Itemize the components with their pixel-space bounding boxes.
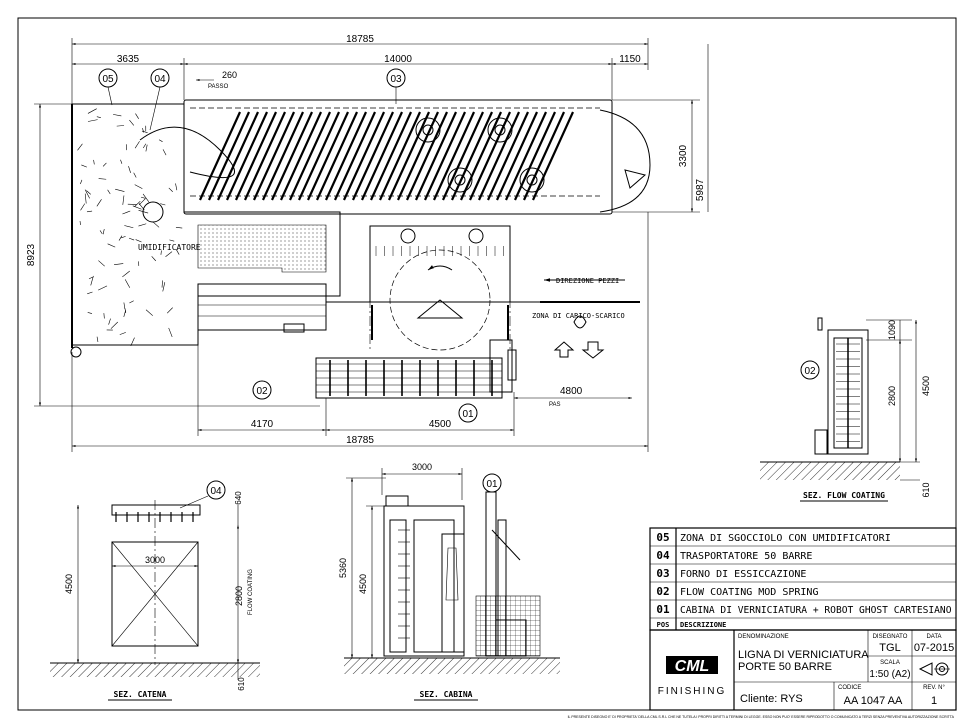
- section-catena-title: SEZ. CATENA: [114, 690, 167, 699]
- scala-label: SCALA: [880, 660, 900, 666]
- legend-pos-5: 01: [656, 603, 670, 616]
- legend-desc-3: FORNO DI ESSICCAZIONE: [680, 569, 806, 580]
- balloon-04-label: 04: [154, 74, 166, 85]
- dim-catena-2800: 2800: [234, 586, 244, 606]
- dim-flow-610: 610: [921, 482, 931, 497]
- flow-coating-machine: [198, 284, 326, 330]
- disegnato-value: TGL: [879, 642, 900, 654]
- dim-4500: 4500: [429, 419, 452, 430]
- title-block: CML FINISHING DENOMINAZIONE LIGNA DI VER…: [650, 630, 956, 710]
- codice-value: AA 1047 AA: [844, 695, 903, 707]
- dim-flow-2800: 2800: [887, 386, 897, 406]
- dim-pas: PAS: [549, 402, 561, 408]
- humidifier-circle: [143, 202, 163, 222]
- legend-header-desc: DESCRIZIONE: [680, 621, 726, 629]
- dim-4170: 4170: [251, 419, 274, 430]
- section-catena: 3000 4500 640 2800 FLOW COATING 610 04 S…: [50, 481, 260, 700]
- dim-catena-610: 610: [237, 677, 246, 691]
- dim-top-total: 18785: [346, 34, 374, 45]
- catena-balloon-04-label: 04: [210, 486, 222, 497]
- legend-desc-2: TRASPORTATORE 50 BARRE: [680, 551, 812, 562]
- dim-5987: 5987: [695, 178, 706, 201]
- dim-flow-1090: 1090: [887, 320, 897, 340]
- data-label: DATA: [926, 634, 941, 640]
- plan-balloon-01-label: 01: [462, 409, 474, 420]
- dim-top-mid: 14000: [384, 54, 412, 65]
- dim-8923: 8923: [26, 243, 37, 266]
- direzione-label: DIREZIONE PEZZI: [556, 277, 619, 285]
- section-flow-title: SEZ. FLOW COATING: [803, 491, 885, 500]
- data-value: 07-2015: [914, 642, 954, 654]
- legend-pos-3: 03: [656, 567, 669, 580]
- dim-top-right: 1150: [619, 54, 641, 65]
- finishing-label: FINISHING: [658, 686, 727, 697]
- cabina-body: [384, 506, 464, 656]
- cml-logo: CML: [666, 656, 718, 675]
- rev-value: 1: [931, 695, 937, 707]
- denominazione-line2: PORTE 50 BARRE: [738, 661, 832, 673]
- denominazione-line1: LIGNA DI VERNICIATURA: [738, 649, 869, 661]
- dim-top-left: 3635: [117, 54, 140, 65]
- dim-passo-value: 260: [222, 70, 237, 80]
- section-cabina: 3000 5360 4500 01 SEZ. CABINA: [338, 462, 560, 700]
- disegnato-label: DISEGNATO: [873, 634, 908, 640]
- legend-table: 05 ZONA DI SGOCCIOLO CON UMIDIFICATORI 0…: [650, 528, 956, 630]
- denominazione-label: DENOMINAZIONE: [738, 634, 789, 640]
- legend-desc-1: ZONA DI SGOCCIOLO CON UMIDIFICATORI: [680, 533, 891, 544]
- dim-catena-640: 640: [234, 491, 243, 505]
- dim-3300: 3300: [678, 144, 689, 167]
- footer-disclaimer: IL PRESENTE DISEGNO E' DI PROPRIETA' DEL…: [568, 715, 955, 719]
- section-cabina-title: SEZ. CABINA: [420, 690, 473, 699]
- oven-slats: [200, 112, 573, 200]
- dim-catena-flow-label: FLOW COATING: [248, 569, 254, 615]
- oven-outline: [184, 100, 612, 214]
- dotted-area: [198, 225, 326, 272]
- dim-cabina-5360: 5360: [338, 558, 348, 578]
- plan-view: 18785 3635 14000 1150 260 PASSO 05 04 03…: [26, 34, 708, 452]
- wheel-marker: [71, 347, 81, 357]
- drip-scatter-marks: [77, 109, 182, 346]
- dim-cabina-4500: 4500: [358, 574, 368, 594]
- cliente-value: Cliente: RYS: [740, 693, 803, 705]
- codice-label: CODICE: [838, 685, 861, 691]
- dim-passo-label: PASSO: [208, 84, 229, 90]
- dim-4800: 4800: [560, 386, 583, 397]
- dim-catena-4500: 4500: [64, 574, 74, 594]
- balloon-05-label: 05: [102, 74, 114, 85]
- logo-text: CML: [675, 658, 710, 675]
- balloon-03-label: 03: [390, 74, 402, 85]
- scala-value: 1:50 (A2): [869, 669, 910, 680]
- rev-label: REV. N°: [923, 685, 945, 691]
- flow-balloon-02-label: 02: [804, 366, 816, 377]
- dim-flow-4500: 4500: [921, 376, 931, 396]
- legend-pos-2: 04: [656, 549, 670, 562]
- umidificatore-label: UMIDIFICATORE: [138, 243, 201, 252]
- dim-catena-3000: 3000: [145, 555, 165, 565]
- dim-cabina-3000: 3000: [412, 462, 432, 472]
- plan-balloon-02-label: 02: [256, 386, 268, 397]
- dim-bottom-total: 18785: [346, 435, 374, 446]
- legend-desc-4: FLOW COATING MOD SPRING: [680, 587, 818, 598]
- section-flow-coating: 1090 2800 4500 610 02 SEZ. FLOW COATING: [760, 318, 931, 501]
- legend-desc-5: CABINA DI VERNICIATURA + ROBOT GHOST CAR…: [680, 605, 952, 616]
- legend-header-pos: POS: [657, 621, 670, 629]
- cabina-balloon-01-label: 01: [486, 479, 498, 490]
- legend-pos-4: 02: [656, 585, 669, 598]
- projection-symbol: [920, 663, 950, 675]
- legend-pos-1: 05: [656, 531, 669, 544]
